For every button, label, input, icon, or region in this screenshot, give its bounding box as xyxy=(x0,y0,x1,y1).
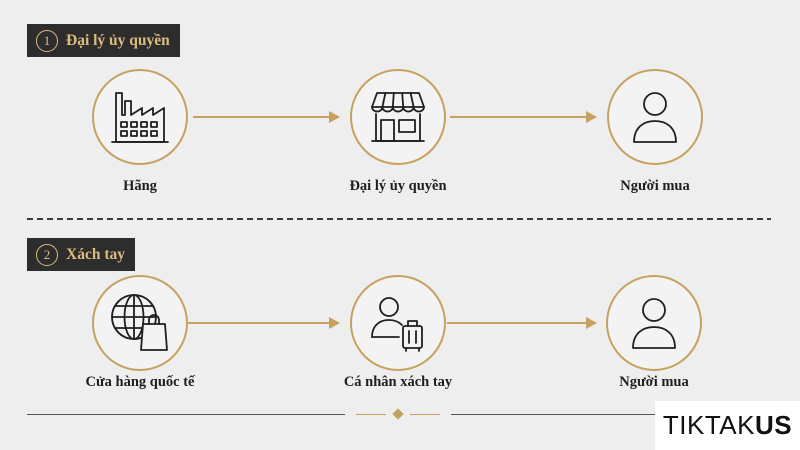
user-icon xyxy=(632,298,676,349)
footer-rule-right xyxy=(451,414,655,415)
node-hand-carrier xyxy=(350,275,446,371)
person-suitcase-icon xyxy=(371,297,423,352)
node-buyer xyxy=(607,69,703,165)
factory-icon xyxy=(111,92,169,143)
footer-rule-accent-left xyxy=(356,414,386,415)
node-manufacturer xyxy=(92,69,188,165)
user-icon xyxy=(633,92,677,143)
step-label: Cá nhân xách tay xyxy=(343,374,453,390)
section-title-1: Đại lý ủy quyền xyxy=(66,31,170,49)
store-icon xyxy=(371,92,425,142)
globe-shopping-bag-icon xyxy=(111,294,168,351)
node-international-store xyxy=(92,275,188,371)
section-number-2: 2 xyxy=(36,243,58,266)
step-label: Người mua xyxy=(620,178,690,194)
arrow-right xyxy=(450,111,597,123)
node-buyer xyxy=(606,275,702,371)
section-number-1: 1 xyxy=(36,29,58,52)
arrow-right xyxy=(193,111,340,123)
section-badge-2: 2 Xách tay xyxy=(27,238,135,271)
step-label: Đại lý ủy quyền xyxy=(349,178,447,194)
node-authorized-dealer xyxy=(350,69,446,165)
logo-text-bold: US xyxy=(754,410,793,440)
step-label: Người mua xyxy=(619,374,689,390)
diamond-ornament xyxy=(392,408,404,420)
footer-rule-accent-right xyxy=(410,414,440,415)
section-badge-1: 1 Đại lý ủy quyền xyxy=(27,24,180,57)
logo-text-regular: TIKTAK xyxy=(662,410,755,440)
section-title-2: Xách tay xyxy=(66,245,125,263)
step-label: Hãng xyxy=(123,178,157,194)
step-label: Cửa hàng quốc tế xyxy=(85,374,195,390)
arrow-right xyxy=(447,317,597,329)
dashed-divider xyxy=(27,218,771,220)
arrow-right xyxy=(187,317,340,329)
footer-rule-left xyxy=(27,414,345,415)
